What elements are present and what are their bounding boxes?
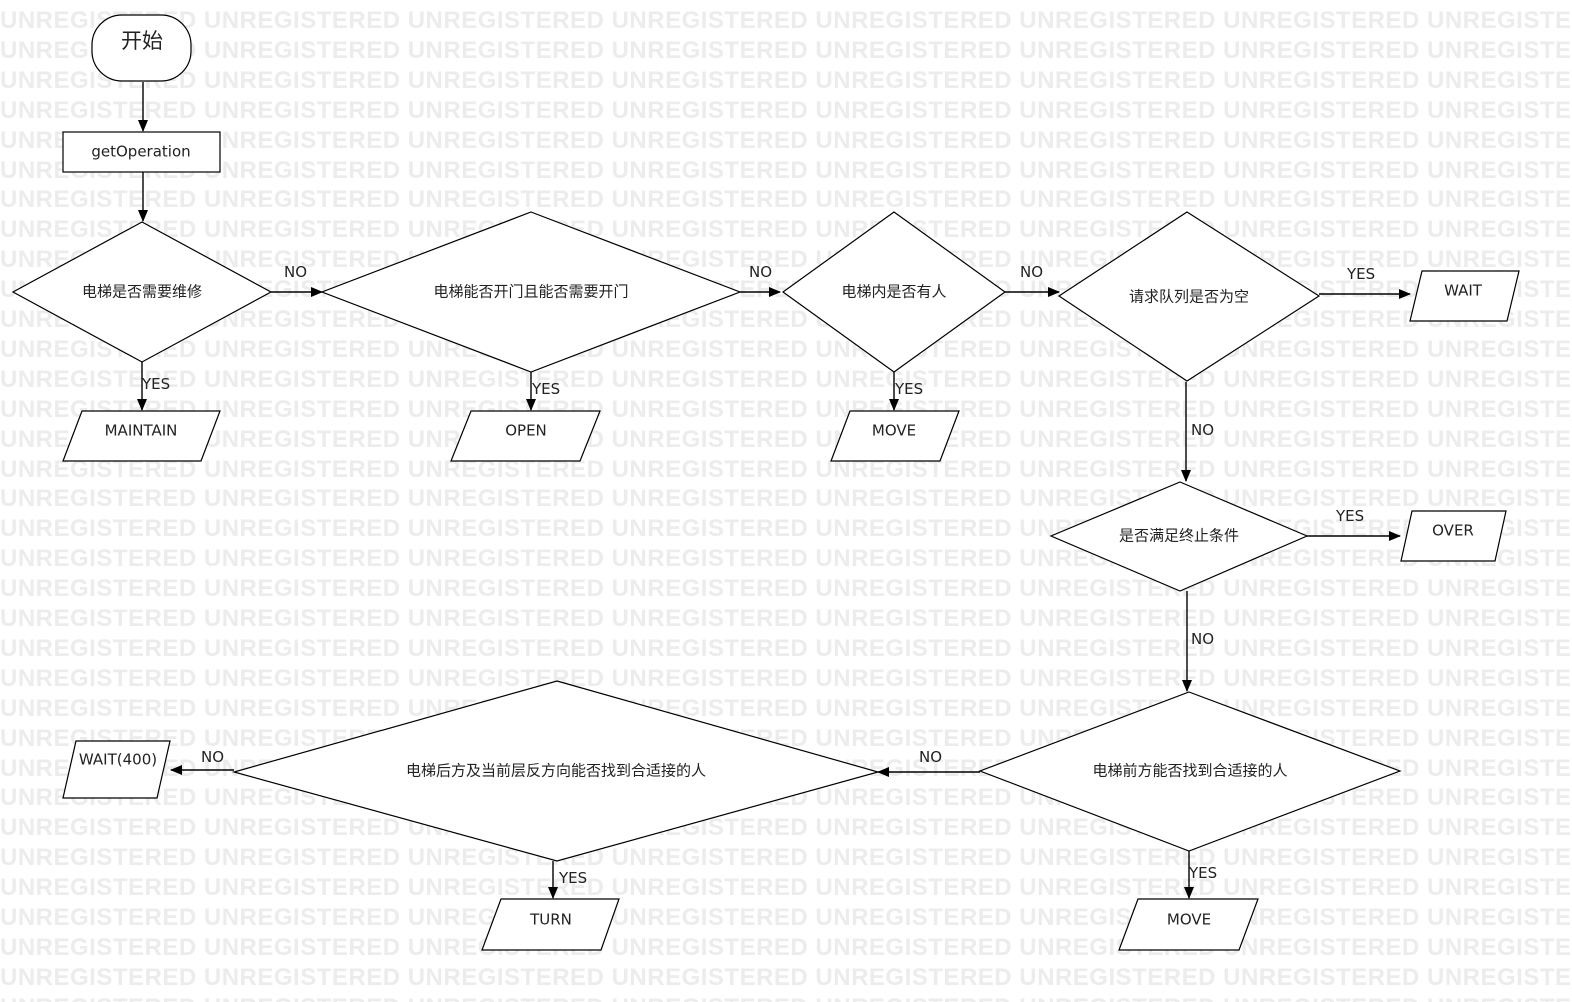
turn-output-label: TURN [529, 911, 572, 929]
move-output-top: MOVE [830, 410, 960, 462]
edge-label-queue-yes: YES [1346, 265, 1375, 283]
edge-label-people-yes: YES [894, 380, 923, 398]
edge-label-back-no: NO [201, 748, 224, 766]
back-decision: 电梯后方及当前层反方向能否找到合适接的人 [231, 680, 881, 862]
over-output-label: OVER [1432, 522, 1474, 540]
move-output-bottom: MOVE [1118, 898, 1259, 951]
edge-label-end-yes: YES [1335, 507, 1364, 525]
edge-label-queue-no: NO [1191, 421, 1214, 439]
open-decision-label: 电梯能否开门且能否需要开门 [433, 283, 628, 301]
end-decision-label: 是否满足终止条件 [1119, 527, 1239, 545]
front-decision-label: 电梯前方能否找到合适接的人 [1092, 762, 1287, 780]
edge-label-back-yes: YES [558, 869, 587, 887]
get-operation-label: getOperation [91, 143, 190, 161]
back-decision-label: 电梯后方及当前层反方向能否找到合适接的人 [406, 762, 706, 780]
over-output: OVER [1400, 510, 1507, 562]
wait-output: WAIT [1409, 270, 1520, 322]
front-decision: 电梯前方能否找到合适接的人 [978, 691, 1402, 852]
start-label: 开始 [121, 29, 163, 53]
wait-output-label: WAIT [1444, 282, 1483, 300]
maintain-decision: 电梯是否需要维修 [11, 221, 273, 363]
edge-label-maintain-yes: YES [141, 375, 170, 393]
get-operation-node: getOperation [62, 131, 221, 173]
turn-output: TURN [481, 898, 620, 951]
edge-label-maintain-no: NO [284, 263, 307, 281]
maintain-decision-label: 电梯是否需要维修 [82, 283, 202, 301]
wait400-output-label: WAIT(400) [79, 751, 157, 769]
end-decision: 是否满足终止条件 [1049, 481, 1309, 592]
queue-decision: 请求队列是否为空 [1057, 211, 1321, 382]
people-decision: 电梯内是否有人 [781, 211, 1007, 373]
people-decision-label: 电梯内是否有人 [841, 283, 946, 301]
maintain-output: MAINTAIN [62, 410, 221, 462]
edge-label-people-no: NO [1020, 263, 1043, 281]
edge-label-end-no: NO [1191, 630, 1214, 648]
open-output-label: OPEN [505, 422, 547, 440]
edge-label-open-yes: YES [531, 380, 560, 398]
queue-decision-label: 请求队列是否为空 [1129, 288, 1249, 306]
wait400-output: WAIT(400) [62, 740, 171, 799]
maintain-output-label: MAINTAIN [105, 422, 178, 440]
edge-label-open-no: NO [749, 263, 772, 281]
start-node: 开始 [91, 14, 192, 82]
open-output: OPEN [450, 410, 601, 462]
edge-label-front-yes: YES [1188, 864, 1217, 882]
move-output-top-label: MOVE [872, 422, 916, 440]
edge-label-front-no: NO [919, 748, 942, 766]
open-decision: 电梯能否开门且能否需要开门 [320, 211, 742, 373]
move-output-bottom-label: MOVE [1167, 911, 1211, 929]
